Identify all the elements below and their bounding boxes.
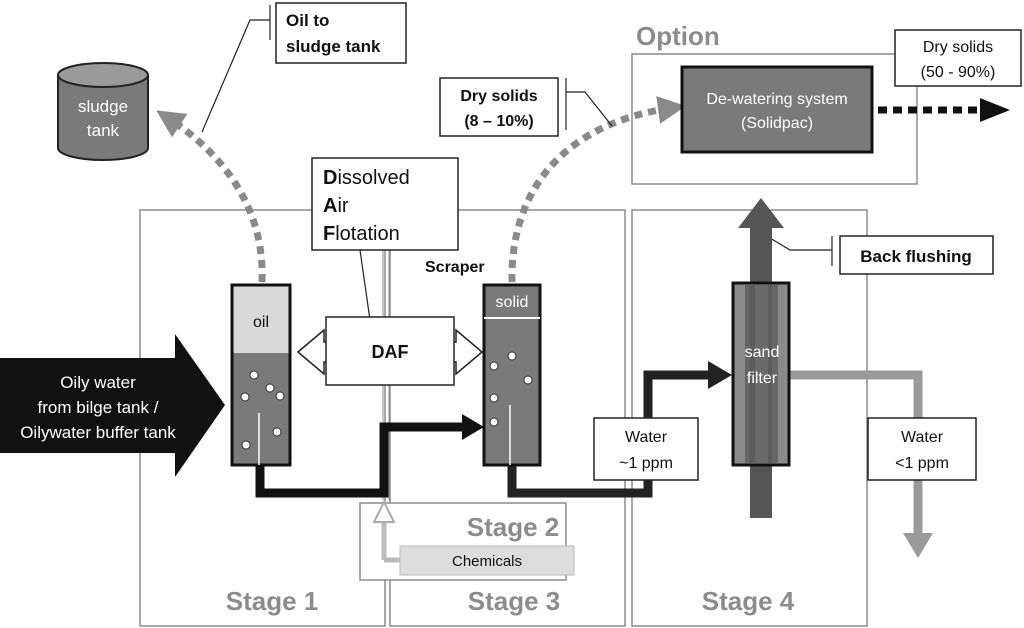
oil-to-sludge-flow (156, 110, 266, 283)
dry-solids-high-callout (894, 29, 1022, 87)
water-out-box (867, 417, 977, 481)
dry-solids-low-text: (8 – 10%) (464, 113, 533, 130)
dewatering-system: De-watering system (Solidpac) (680, 65, 874, 154)
dewatering-label: (Solidpac) (741, 115, 813, 132)
scraper-label: Scraper (425, 259, 485, 276)
clean-water-arrowhead (903, 533, 933, 558)
water-quality-labels: Water ~1 ppm Water <1 ppm (593, 417, 977, 481)
oil-to-sludge-text: sludge tank (286, 37, 381, 56)
water-out-text: Water (901, 429, 944, 446)
daf-double-arrow: DAF (296, 316, 484, 386)
stage-headings: Stage 1 Stage 3 Stage 4 Stage 2 Option (226, 21, 795, 616)
piping (255, 361, 933, 563)
oily-water-inlet-arrow: Oily water from bilge tank / Oilywater b… (0, 334, 225, 477)
oil-separator-vessel: oil (230, 283, 292, 467)
dry-solids-high-text: (50 - 90%) (921, 64, 996, 81)
sludge-tank-label: sludge (78, 97, 128, 116)
sludge-tank: sludge tank (57, 62, 149, 161)
stage-1-title: Stage 1 (226, 586, 319, 616)
oil-to-sludge-callout (275, 2, 407, 64)
daf-arrow-label: DAF (372, 342, 409, 362)
daf-definition-line: Air (323, 195, 349, 217)
back-flushing-callout (839, 235, 994, 275)
stage1-to-stage3-pipe (255, 422, 465, 498)
option-frame (631, 53, 918, 185)
water-mid-text: ~1 ppm (619, 455, 673, 472)
chemicals-arrowhead (372, 499, 396, 523)
sand-filter-label: filter (747, 370, 778, 387)
filter-inlet-arrowhead (708, 361, 732, 389)
oil-layer-label: oil (253, 314, 269, 331)
dry-solids-out-arrowhead (980, 98, 1010, 122)
stage-4-title: Stage 4 (702, 586, 795, 616)
inlet-label: from bilge tank / (38, 398, 159, 417)
daf-definition-line: Flotation (323, 223, 400, 245)
air-bubbles (489, 351, 533, 427)
dewatering-label: De-watering system (706, 91, 847, 108)
clean-water-pipe (780, 370, 923, 535)
dry-solids-low-text: Dry solids (460, 88, 537, 105)
stage-2-title: Stage 2 (467, 512, 560, 542)
daf-definition-box (311, 157, 459, 251)
water-out-text: <1 ppm (895, 455, 949, 472)
inlet-label: Oilywater buffer tank (20, 423, 176, 442)
stage3-to-filter-pipe (507, 370, 712, 498)
solid-layer-label: solid (496, 294, 529, 311)
sand-filter: sand filter (731, 281, 791, 467)
callout-boxes: Oil to sludge tank Dry solids (8 – 10%) … (275, 2, 1022, 276)
stage3-inlet-arrowhead (462, 414, 484, 440)
dotted-flows (156, 96, 1010, 283)
stage-3-title: Stage 3 (468, 586, 561, 616)
oil-to-sludge-text: Oil to (286, 11, 329, 30)
sand-filter-label: sand (745, 344, 780, 361)
dry-solids-high-text: Dry solids (923, 39, 993, 56)
dry-solids-low-callout (439, 77, 559, 137)
inlet-label: Oily water (60, 373, 136, 392)
solids-to-dewatering-flow (508, 96, 686, 283)
callout-leaders (201, 5, 833, 335)
solids-separator-vessel: solid (482, 283, 542, 467)
chemicals-feed: Chemicals (399, 545, 575, 576)
option-title: Option (636, 21, 720, 51)
back-flushing-text: Back flushing (860, 247, 971, 266)
water-mid-text: Water (625, 429, 668, 446)
sludge-tank-label: tank (87, 121, 120, 140)
daf-definition-line: Dissolved (323, 167, 410, 189)
water-mid-box (593, 417, 699, 481)
air-bubbles (240, 370, 285, 450)
chemicals-label: Chemicals (452, 553, 522, 570)
